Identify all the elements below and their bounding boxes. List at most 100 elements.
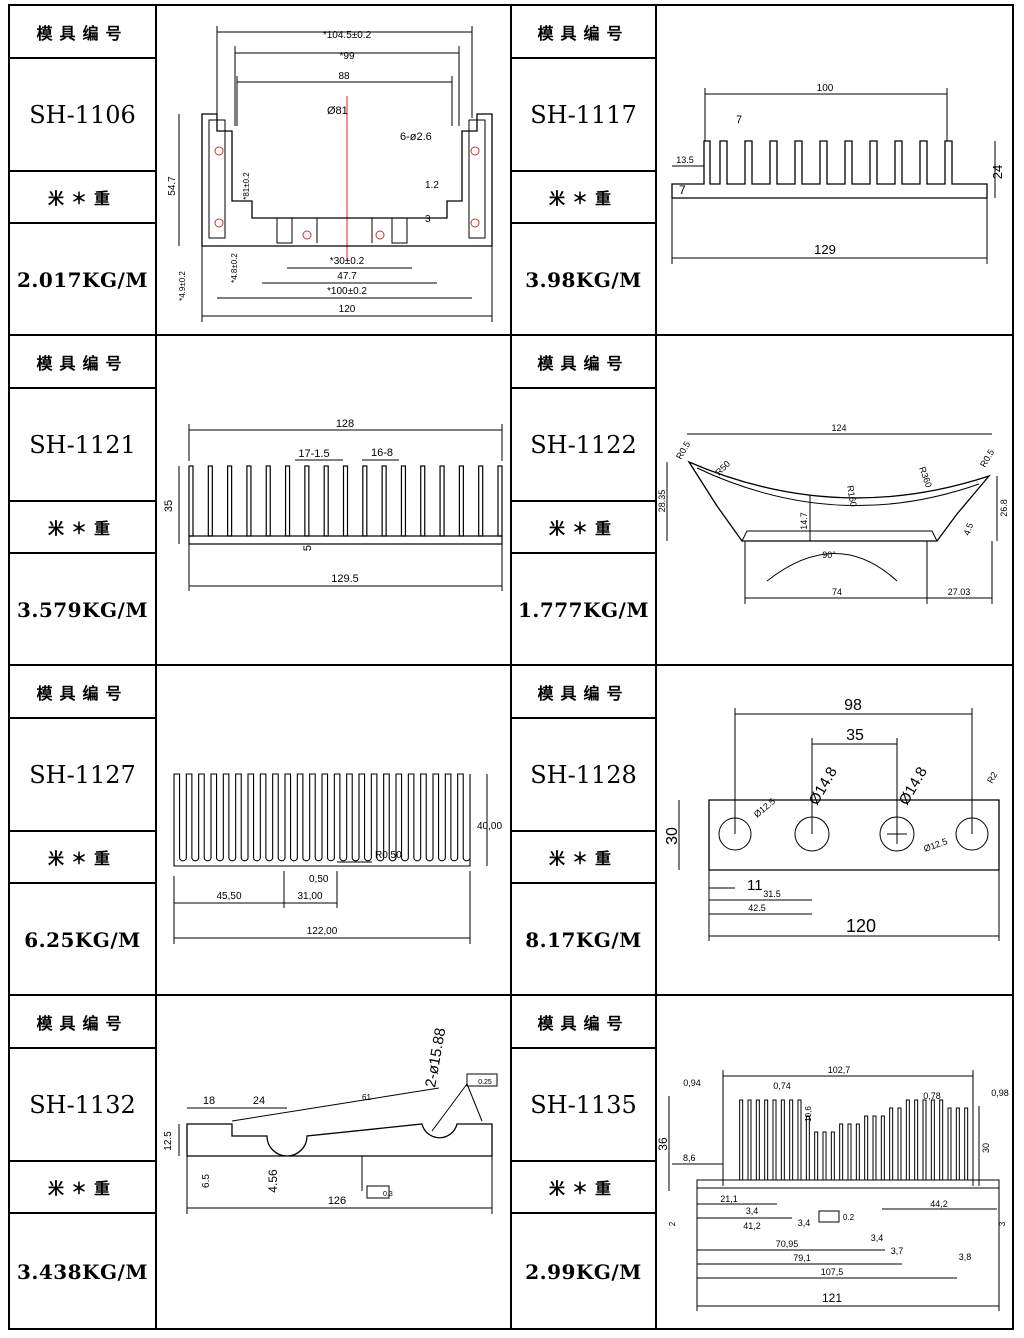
heatsink-fin bbox=[930, 1099, 935, 1181]
dim-label: 5 bbox=[302, 545, 314, 551]
grid-divider bbox=[510, 4, 512, 1330]
dim-label: Ø12.5 bbox=[922, 836, 948, 854]
dim-label: 61 bbox=[362, 1093, 371, 1102]
dim-label: 3,4 bbox=[746, 1206, 759, 1216]
dim-label: R2 bbox=[985, 770, 999, 785]
dim-label: *99 bbox=[339, 51, 354, 62]
heatsink-fin bbox=[830, 1131, 835, 1181]
grid-divider bbox=[510, 1047, 655, 1049]
dim-label: 88 bbox=[338, 71, 350, 82]
dim-label: 28.35 bbox=[657, 490, 667, 513]
grid-divider bbox=[510, 552, 655, 554]
dim-label: 0.3 bbox=[383, 1191, 393, 1198]
product-weight: 2.017KG/M bbox=[16, 267, 149, 292]
dim-label: 3,8 bbox=[959, 1252, 972, 1262]
heatsink-fin bbox=[939, 1099, 944, 1181]
weight-per-meter-header: 米＊重 bbox=[47, 849, 117, 868]
heatsink-fin bbox=[839, 1123, 844, 1181]
dim-label: 27.03 bbox=[948, 587, 971, 597]
mold-number-header: 模具编号 bbox=[537, 684, 630, 703]
heatsink-base bbox=[188, 535, 503, 545]
dim-label: *104.5±0.2 bbox=[323, 30, 372, 41]
heatsink-fin bbox=[814, 1131, 819, 1181]
heatsink-fin bbox=[381, 465, 387, 537]
heatsink-fin bbox=[227, 465, 233, 537]
product-code: SH-1121 bbox=[29, 430, 136, 459]
dim-label: 124 bbox=[831, 423, 846, 433]
dim-label: R0.5 bbox=[978, 448, 996, 469]
product-code: SH-1135 bbox=[530, 1090, 637, 1119]
grid-divider bbox=[510, 500, 655, 502]
product-weight: 3.579KG/M bbox=[16, 597, 149, 622]
dim-label: *81±0.2 bbox=[242, 172, 251, 200]
product-code: SH-1106 bbox=[29, 100, 136, 129]
heatsink-fin bbox=[955, 1107, 960, 1181]
grid-divider bbox=[8, 1212, 155, 1214]
dim-label: 13.5 bbox=[676, 155, 694, 165]
grid-divider bbox=[8, 717, 155, 719]
dim-label: 0,94 bbox=[683, 1078, 701, 1088]
heatsink-fin bbox=[739, 1099, 744, 1181]
grid-divider bbox=[8, 830, 155, 832]
dim-label: 24 bbox=[990, 165, 1005, 179]
dim-label: R160 bbox=[845, 485, 859, 508]
heatsink-fin bbox=[439, 465, 445, 537]
heatsink-fin bbox=[420, 465, 426, 537]
heatsink-fin bbox=[772, 1099, 777, 1181]
dim-label: 7 bbox=[736, 114, 742, 126]
grid-divider bbox=[8, 1160, 155, 1162]
dim-label: 0,98 bbox=[991, 1088, 1009, 1098]
product-weight: 6.25KG/M bbox=[24, 927, 141, 952]
dim-label: Ø81 bbox=[327, 105, 348, 117]
dim-label: 35 bbox=[163, 500, 175, 512]
dim-label: 35 bbox=[846, 727, 864, 744]
grid-divider bbox=[510, 830, 655, 832]
heatsink-fin bbox=[872, 1115, 877, 1181]
heatsink-fin bbox=[780, 1099, 785, 1181]
heatsink-fin bbox=[284, 465, 291, 537]
mold-number-header: 模具编号 bbox=[36, 684, 129, 703]
dim-label: 42.5 bbox=[748, 903, 766, 913]
dim-label: 3 bbox=[425, 214, 431, 225]
heatsink-fin bbox=[497, 465, 503, 537]
grid-divider bbox=[8, 170, 155, 172]
dim-label: 6-ø2.6 bbox=[400, 131, 432, 143]
dim-label: R0,50 bbox=[375, 850, 402, 861]
weight-per-meter-header: 米＊重 bbox=[47, 519, 117, 538]
heatsink-fin bbox=[304, 465, 310, 537]
weight-per-meter-header: 米＊重 bbox=[548, 1179, 618, 1198]
heatsink-fin bbox=[747, 1099, 752, 1181]
dim-label: 2-ø15.88 bbox=[422, 1027, 449, 1089]
dim-label: 90° bbox=[822, 550, 836, 560]
grid-divider bbox=[510, 882, 655, 884]
heatsink-base bbox=[696, 1179, 1000, 1189]
dim-label: 31.5 bbox=[763, 889, 781, 899]
mold-number-header: 模具编号 bbox=[537, 24, 630, 43]
dim-label: 11 bbox=[747, 877, 763, 894]
dim-label: 24 bbox=[253, 1095, 265, 1107]
dim-label: 36 bbox=[657, 1137, 670, 1151]
dim-label: 21,1 bbox=[720, 1194, 738, 1204]
heatsink-fin bbox=[764, 1099, 769, 1181]
dim-label: 129.5 bbox=[331, 573, 359, 585]
grid-divider bbox=[510, 222, 655, 224]
dim-label: 120 bbox=[339, 304, 356, 315]
heatsink-fin bbox=[947, 1107, 952, 1181]
weight-per-meter-header: 米＊重 bbox=[47, 189, 117, 208]
drawing-sh-1122: 124 R0.5 R50 R360 R160 R0.5 28.35 14.7 2… bbox=[657, 336, 1012, 664]
weight-per-meter-header: 米＊重 bbox=[548, 519, 618, 538]
weight-per-meter-header: 米＊重 bbox=[47, 1179, 117, 1198]
product-weight: 8.17KG/M bbox=[525, 927, 642, 952]
grid-divider bbox=[655, 4, 657, 1330]
mold-number-header: 模具编号 bbox=[537, 1014, 630, 1033]
dim-label: 30 bbox=[664, 827, 681, 845]
product-code: SH-1128 bbox=[530, 760, 637, 789]
product-code: SH-1122 bbox=[530, 430, 637, 459]
grid-divider bbox=[8, 552, 155, 554]
heatsink-fin bbox=[362, 465, 368, 537]
drawing-sh-1121: 128 17-1.5 16-8 35 5 129.5 bbox=[157, 336, 510, 664]
dim-label: R360 bbox=[917, 465, 934, 489]
dim-label: 40,00 bbox=[477, 821, 502, 832]
grid-divider bbox=[8, 500, 155, 502]
grid-divider bbox=[8, 882, 155, 884]
